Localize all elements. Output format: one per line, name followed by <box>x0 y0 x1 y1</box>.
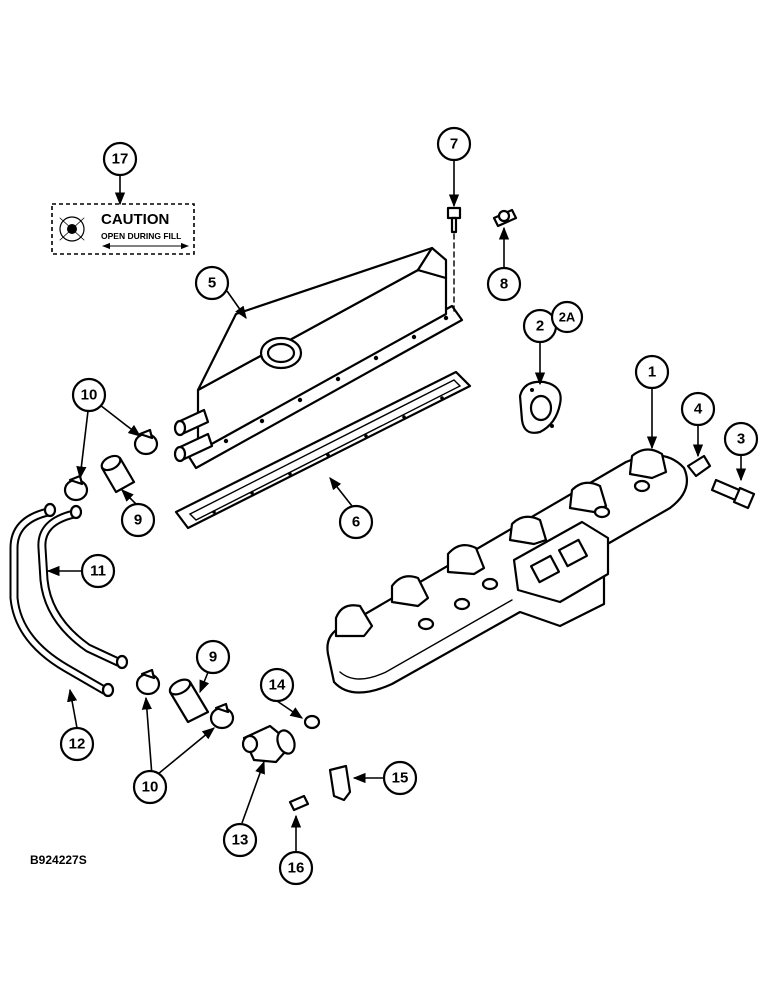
elbow-fitting <box>241 724 296 764</box>
petcock-valve <box>492 208 518 228</box>
svg-text:16: 16 <box>288 860 305 877</box>
hose-sleeve-upper <box>100 454 136 494</box>
callout-5: 5 <box>194 265 230 301</box>
svg-text:15: 15 <box>392 770 409 787</box>
callout-9-lower: 9 <box>195 639 231 675</box>
svg-text:11: 11 <box>90 563 106 580</box>
caution-decal: CAUTION OPEN DURING FILL <box>51 203 195 255</box>
svg-text:4: 4 <box>694 401 703 418</box>
callout-6: 6 <box>338 504 374 540</box>
svg-text:7: 7 <box>450 136 458 153</box>
callout-9-upper: 9 <box>120 502 156 538</box>
hose-clamp-upper <box>63 428 159 502</box>
small-screw <box>288 794 310 812</box>
tank-screw <box>446 206 462 313</box>
callout-8: 8 <box>486 266 522 302</box>
callout-1: 1 <box>634 354 670 390</box>
callout-3: 3 <box>723 421 759 457</box>
svg-text:10: 10 <box>142 779 159 796</box>
svg-text:1: 1 <box>648 364 656 381</box>
hose-sleeve-lower <box>168 678 210 724</box>
svg-text:5: 5 <box>208 275 216 292</box>
svg-text:8: 8 <box>500 276 508 293</box>
hose-clamp-lower <box>135 668 235 730</box>
tank-gasket <box>174 370 472 530</box>
svg-text:2A: 2A <box>559 310 576 325</box>
svg-text:17: 17 <box>112 151 129 168</box>
callout-10-lower: 10 <box>132 769 168 805</box>
svg-text:9: 9 <box>209 649 217 666</box>
bracket <box>328 764 352 802</box>
figure-reference: B924227S <box>30 853 87 867</box>
svg-text:13: 13 <box>232 832 249 849</box>
callout-11: 11 <box>80 553 116 589</box>
svg-text:10: 10 <box>81 387 98 404</box>
callout-12: 12 <box>59 726 95 762</box>
svg-text:6: 6 <box>352 514 360 531</box>
o-ring <box>303 714 321 730</box>
callout-15: 15 <box>382 760 418 796</box>
callout-14: 14 <box>259 667 295 703</box>
svg-text:3: 3 <box>737 431 745 448</box>
callout-4: 4 <box>680 391 716 427</box>
coolant-tubes <box>9 502 129 698</box>
svg-text:9: 9 <box>134 512 142 529</box>
callout-16: 16 <box>278 850 314 886</box>
exhaust-manifold <box>326 448 688 694</box>
manifold-gasket <box>518 380 562 434</box>
svg-text:2: 2 <box>536 318 544 335</box>
callout-2a: 2A <box>550 300 584 334</box>
callout-10-upper: 10 <box>71 377 107 413</box>
svg-text:14: 14 <box>269 677 286 694</box>
lock-tab <box>686 454 712 478</box>
decal-subtitle: OPEN DURING FILL <box>101 231 181 241</box>
manifold-bolt <box>710 478 756 510</box>
decal-title: CAUTION <box>101 211 169 228</box>
callout-17: 17 <box>102 141 138 177</box>
callout-7: 7 <box>436 126 472 162</box>
callout-13: 13 <box>222 822 258 858</box>
coolant-tank <box>173 246 464 470</box>
svg-text:12: 12 <box>69 736 86 753</box>
